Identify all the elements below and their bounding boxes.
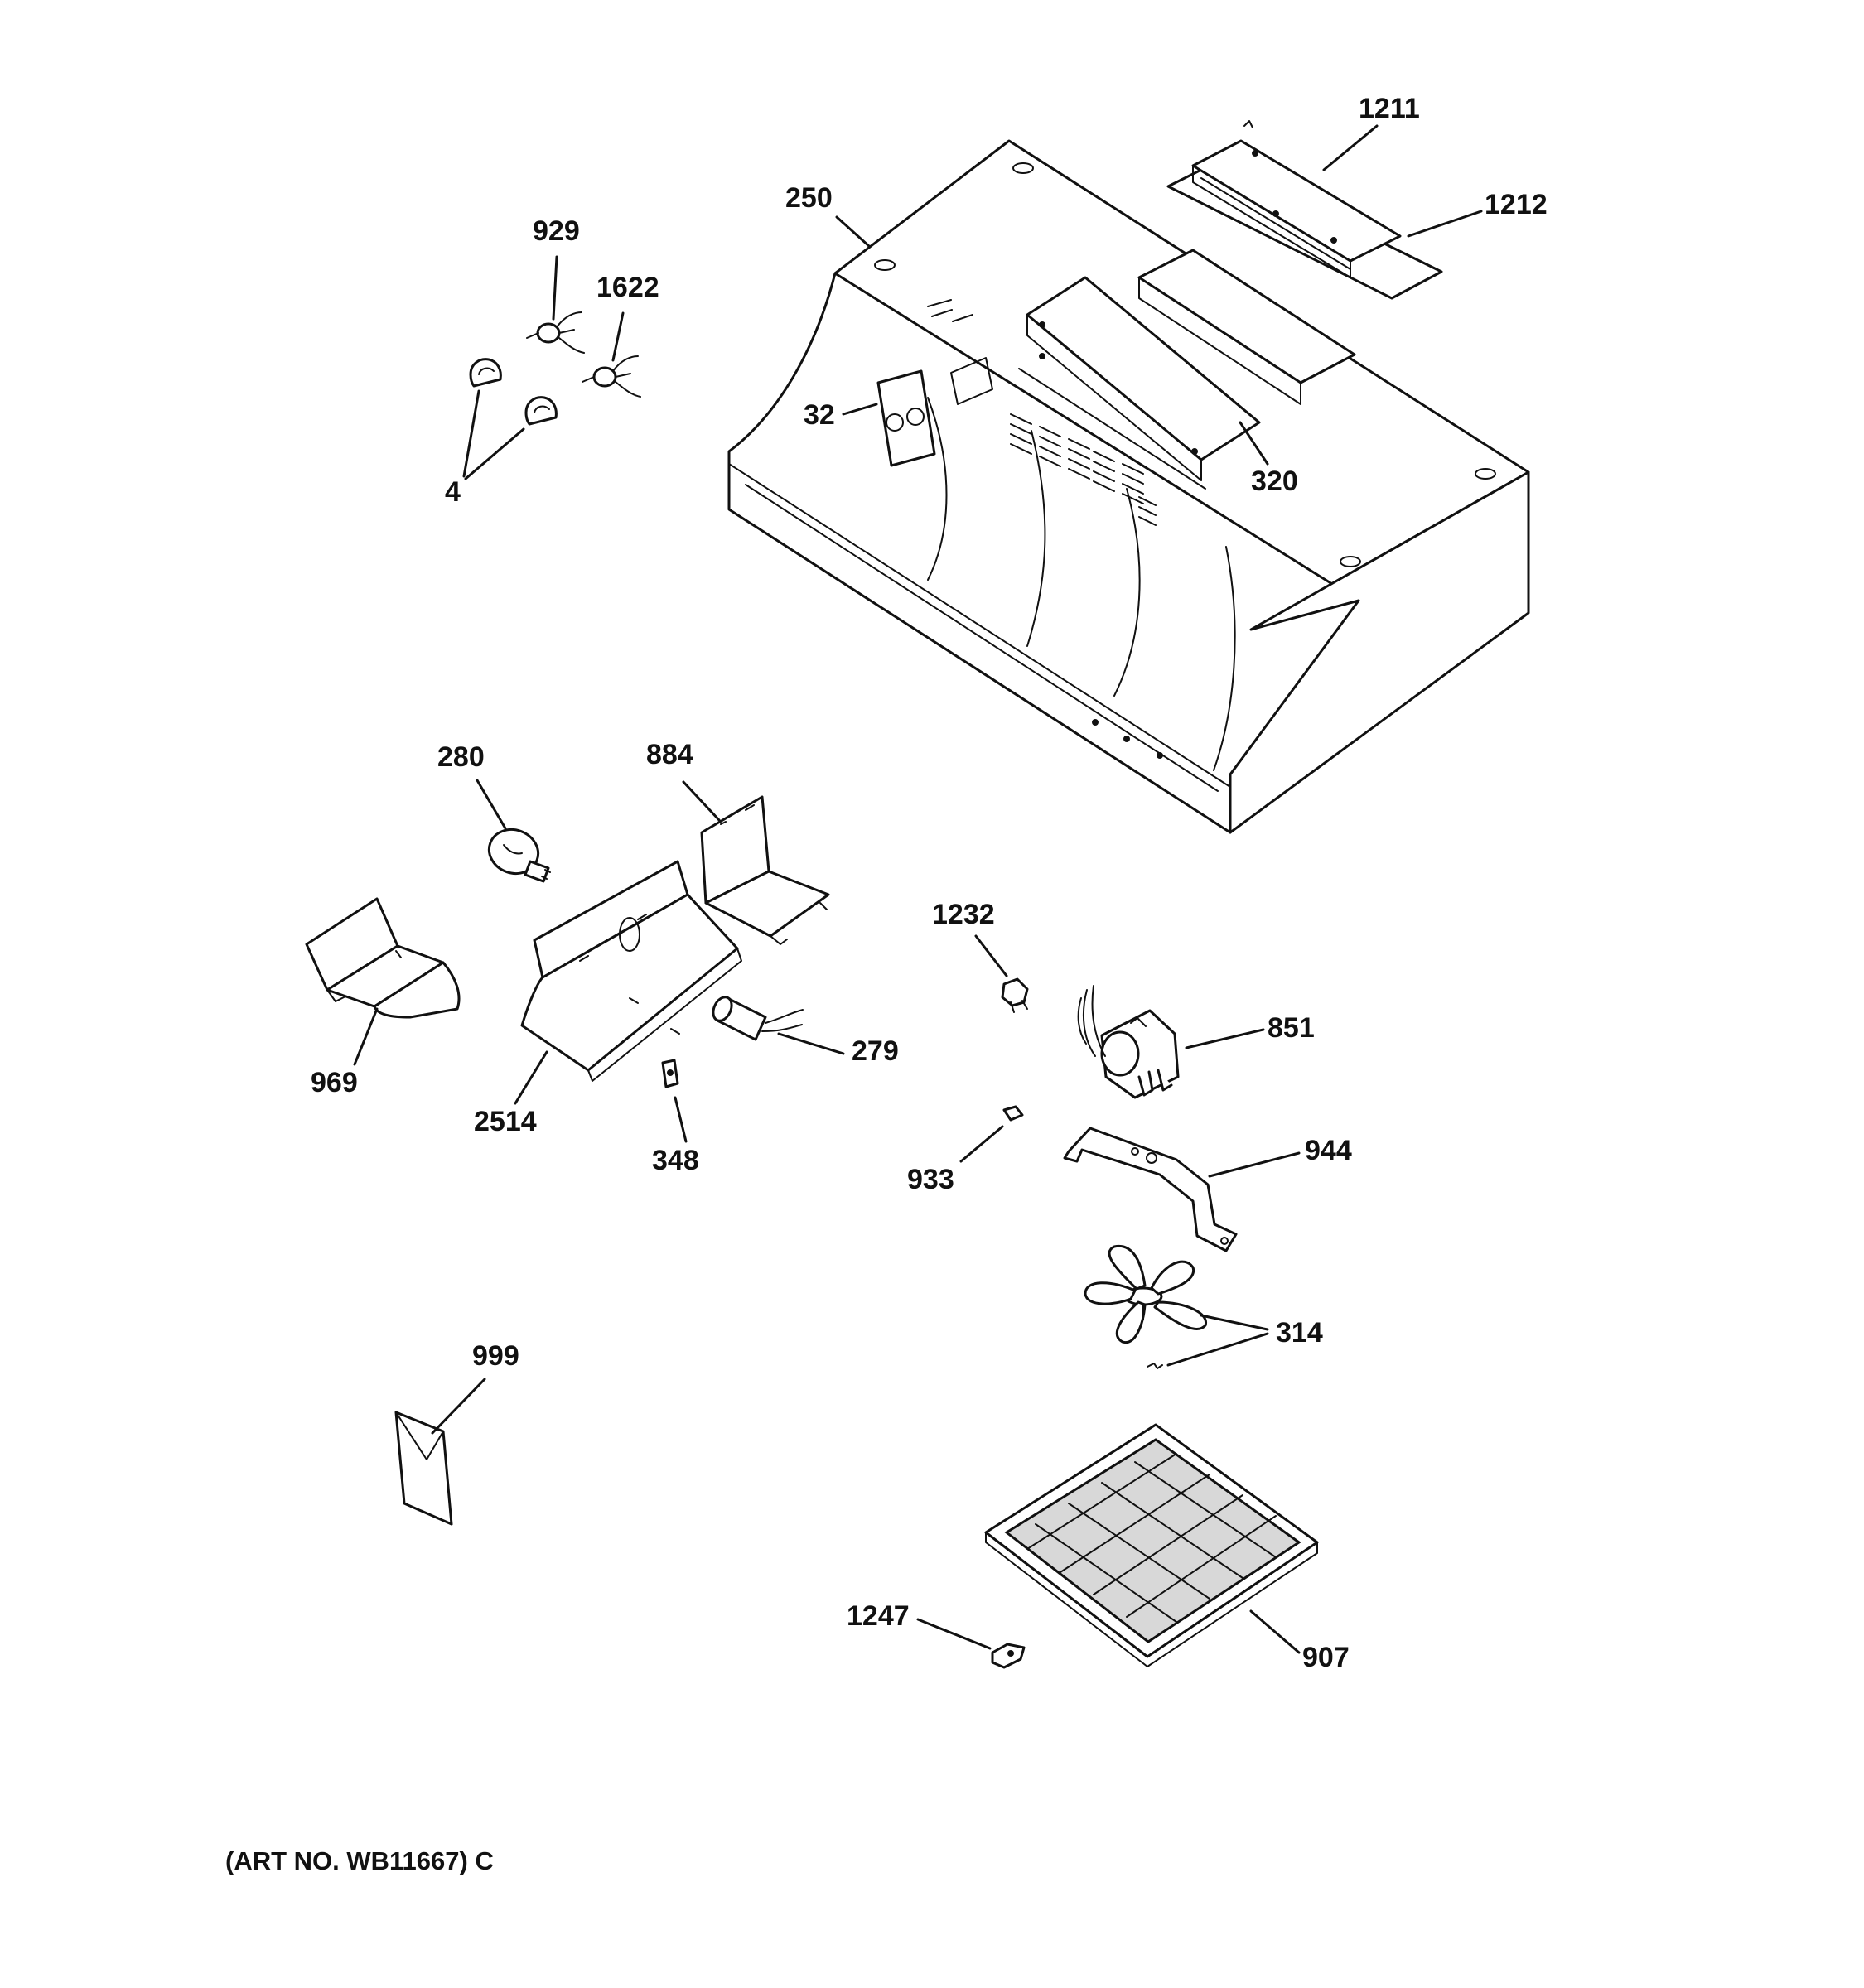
leader-1247 — [916, 1618, 992, 1650]
part-969 — [305, 897, 461, 1019]
switch-1622 — [582, 355, 641, 398]
part-884 — [700, 795, 830, 945]
leader-851 — [1185, 1028, 1265, 1049]
part-320 — [1018, 276, 1261, 490]
leader-279 — [777, 1032, 845, 1055]
part-280-light-bulb — [487, 828, 551, 883]
part-999-literature — [394, 1411, 453, 1526]
part-933 — [1002, 1105, 1024, 1122]
callout-884: 884 — [646, 739, 693, 770]
leader-4a — [462, 389, 480, 478]
callout-969: 969 — [311, 1067, 358, 1098]
part-851-motor — [1077, 985, 1180, 1099]
leader-969 — [353, 1007, 379, 1066]
leader-1212 — [1407, 210, 1483, 238]
leader-1622 — [611, 311, 625, 362]
leader-250 — [835, 215, 872, 248]
leader-907 — [1249, 1609, 1301, 1654]
part-279-capacitor — [712, 996, 804, 1041]
callout-929: 929 — [533, 215, 580, 247]
callout-4: 4 — [445, 476, 461, 508]
part-944 — [1063, 1127, 1238, 1252]
range-hood-body — [727, 139, 1530, 834]
callout-250: 250 — [785, 182, 833, 214]
leader-944 — [1208, 1151, 1301, 1178]
leader-314b — [1166, 1332, 1269, 1367]
callout-32: 32 — [804, 399, 835, 431]
part-2514 — [520, 860, 742, 1082]
leader-1232 — [974, 934, 1008, 977]
part-314-fan-blade — [1084, 1244, 1207, 1369]
leader-32 — [842, 403, 878, 416]
callout-1622: 1622 — [596, 272, 659, 303]
callout-1212: 1212 — [1485, 189, 1548, 220]
leader-1211 — [1322, 124, 1379, 171]
callout-348: 348 — [652, 1145, 699, 1176]
part-1247 — [991, 1643, 1026, 1669]
damper-assembly — [1166, 120, 1443, 300]
vent-slots — [1010, 413, 1157, 526]
callout-279: 279 — [852, 1035, 899, 1067]
leader-280 — [476, 779, 507, 830]
callout-314: 314 — [1276, 1317, 1323, 1349]
knob-upper — [469, 358, 502, 388]
callout-851: 851 — [1268, 1012, 1315, 1044]
callout-1232: 1232 — [932, 899, 995, 930]
callout-320: 320 — [1251, 466, 1298, 497]
leader-933 — [959, 1125, 1004, 1163]
callout-999: 999 — [472, 1340, 519, 1372]
leader-884 — [682, 780, 721, 822]
leader-348 — [674, 1096, 688, 1143]
leader-2514 — [514, 1050, 548, 1105]
callout-2514: 2514 — [474, 1106, 537, 1137]
leader-929 — [552, 255, 558, 321]
part-32 — [876, 369, 936, 467]
callout-907: 907 — [1302, 1642, 1350, 1673]
knob-lower — [524, 396, 558, 426]
callout-944: 944 — [1305, 1135, 1352, 1166]
switch-929 — [526, 311, 585, 354]
art-number-caption: (ART NO. WB11667) C — [225, 1846, 494, 1875]
leader-4b — [464, 427, 525, 480]
callout-1211: 1211 — [1359, 93, 1420, 124]
callout-1247: 1247 — [847, 1600, 910, 1632]
part-348 — [661, 1059, 679, 1088]
leader-314a — [1200, 1314, 1269, 1331]
callout-280: 280 — [437, 741, 485, 773]
part-1211 — [1191, 139, 1402, 263]
part-1232 — [1001, 977, 1029, 1013]
leader-320 — [1239, 421, 1269, 466]
callout-933: 933 — [907, 1164, 954, 1195]
part-907-grease-filter — [984, 1423, 1319, 1667]
leader-999 — [431, 1378, 486, 1435]
